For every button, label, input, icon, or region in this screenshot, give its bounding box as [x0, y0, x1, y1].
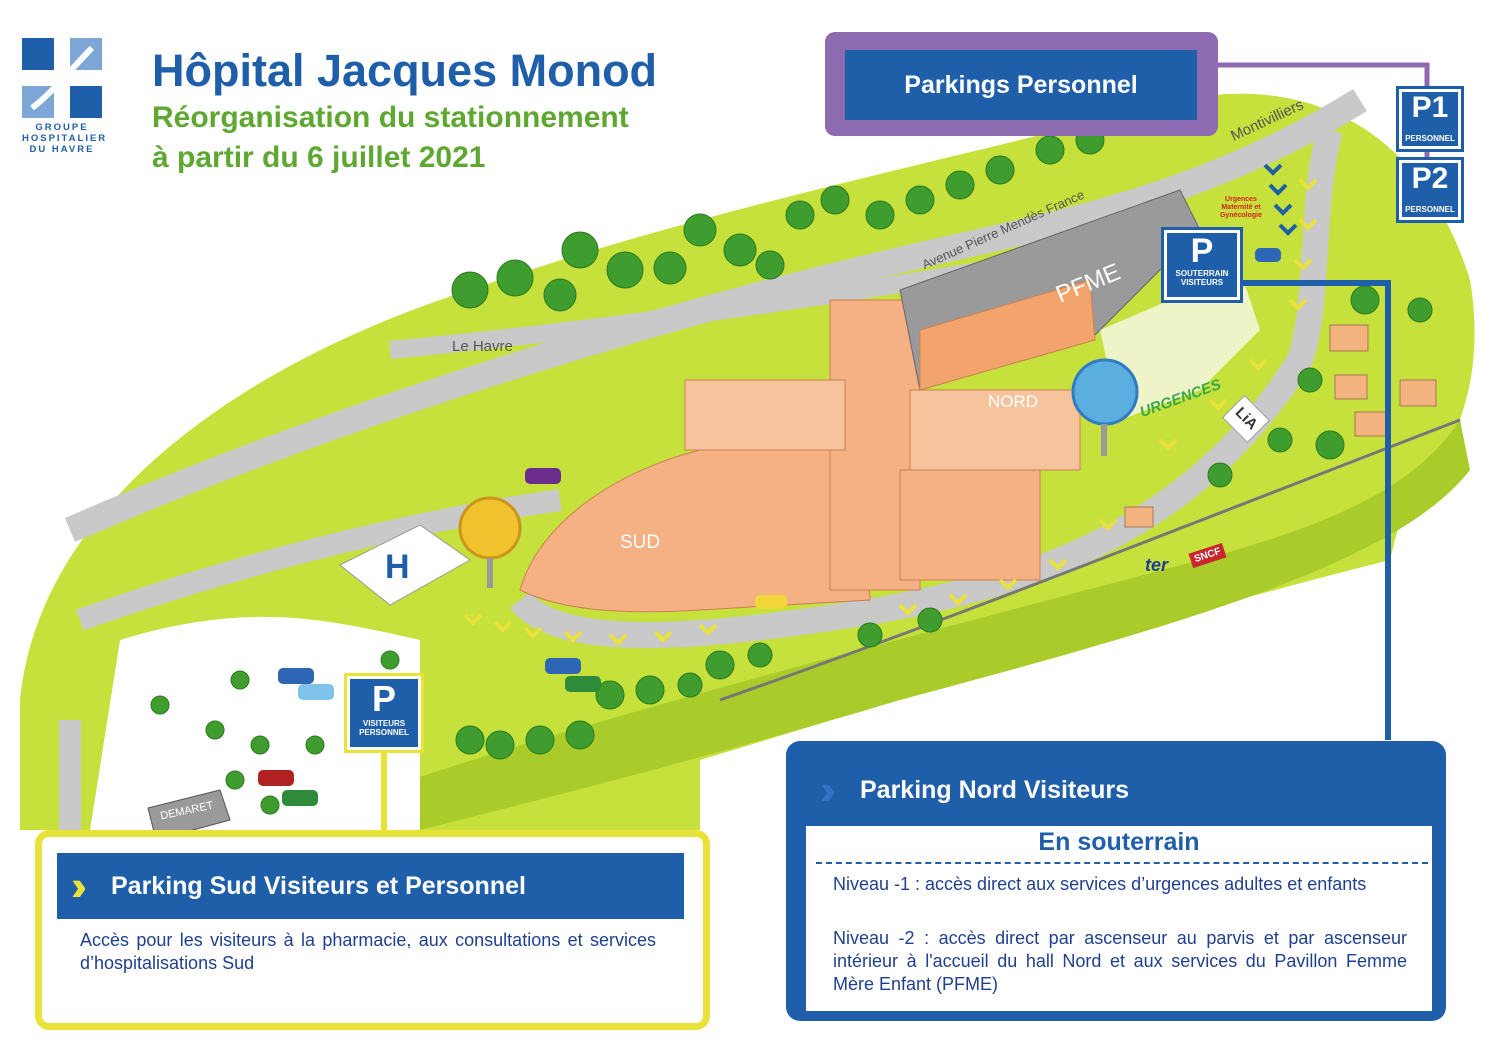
north-panel-divider	[816, 862, 1428, 864]
north-panel-subtitle: En souterrain	[1038, 828, 1200, 856]
logo-icon	[22, 38, 102, 118]
label-sud: SUD	[620, 532, 661, 553]
sun-emblem	[458, 496, 522, 560]
south-panel-title: Parking Sud Visiteurs et Personnel	[110, 871, 526, 900]
purple-connector	[1215, 62, 1430, 90]
south-parking-sign: P VISITEURS PERSONNEL	[344, 673, 424, 753]
blue-star-emblem	[1071, 358, 1139, 426]
houses	[1124, 324, 1437, 528]
north-panel-inner	[806, 826, 1432, 1011]
underground-sign-line1: SOUTERRAIN	[1175, 269, 1229, 278]
page-subtitle-line1: Réorganisation du stationnement	[152, 101, 629, 134]
page-title: Hôpital Jacques Monod	[152, 45, 658, 96]
staff-parking-label: Parkings Personnel	[845, 50, 1197, 120]
demaret-building	[147, 789, 231, 841]
blue-path-chevrons	[1263, 163, 1298, 236]
cars	[258, 248, 1281, 806]
label-ter: ter	[1145, 555, 1169, 575]
grass-shade	[300, 420, 1470, 830]
south-panel-text: Accès pour les visiteurs à la pharmacie,…	[80, 930, 656, 973]
south-sign-code: P	[371, 678, 396, 719]
helipad-pad	[339, 524, 471, 606]
rail-line	[719, 418, 1461, 702]
north-panel-level2: Niveau -2 : accès direct par ascenseur a…	[833, 928, 1407, 994]
road-avenue	[64, 88, 1367, 542]
north-panel-header: ›› Parking Nord Visiteurs	[806, 755, 1432, 825]
label-urgences-maternite: Urgences Maternité et Gynécologie	[1219, 196, 1262, 219]
south-sign-line1: VISITEURS	[362, 719, 406, 728]
blue-connector	[1238, 280, 1391, 740]
label-le-havre: Le Havre	[452, 338, 513, 355]
page-subtitle-line2: à partir du 6 juillet 2021	[152, 141, 486, 174]
north-panel-title: Parking Nord Visiteurs	[859, 775, 1130, 804]
p1-type: PERSONNEL	[1405, 134, 1455, 143]
logo-text: GROUPE HOSPITALIER DU HAVRE	[22, 122, 108, 155]
underground-sign-code: P	[1190, 232, 1214, 270]
label-nord: NORD	[988, 392, 1039, 411]
north-panel-level1: Niveau -1 : accès direct aux services d’…	[833, 874, 1367, 894]
p1-sign: P1 PERSONNEL	[1396, 86, 1464, 152]
double-chevron-icon-north: ››	[820, 766, 836, 813]
road-ring	[509, 126, 1343, 648]
building-wing-west	[684, 379, 846, 451]
south-sign-post	[381, 748, 387, 835]
staff-parking-text: Parkings Personnel	[904, 70, 1138, 99]
south-parking-lot	[90, 616, 420, 830]
p2-code: P2	[1411, 162, 1449, 195]
south-sign-line2: PERSONNEL	[359, 728, 409, 737]
underground-parking-sign: P SOUTERRAIN VISITEURS	[1161, 227, 1243, 303]
p2-sign: P2 PERSONNEL	[1396, 157, 1464, 223]
p2-type: PERSONNEL	[1405, 205, 1455, 214]
double-chevron-icon: ››	[71, 862, 87, 909]
building-pfme-facade	[919, 279, 1096, 391]
building-east	[899, 469, 1041, 581]
helipad-letter: H	[385, 548, 410, 586]
hospital-logo	[22, 38, 102, 118]
south-panel-header: ›› Parking Sud Visiteurs et Personnel	[57, 853, 684, 919]
yellow-path-chevrons	[463, 178, 1318, 646]
underground-sign-line2: VISITEURS	[1180, 278, 1224, 287]
p1-code: P1	[1411, 91, 1449, 124]
forecourt	[1100, 270, 1260, 420]
